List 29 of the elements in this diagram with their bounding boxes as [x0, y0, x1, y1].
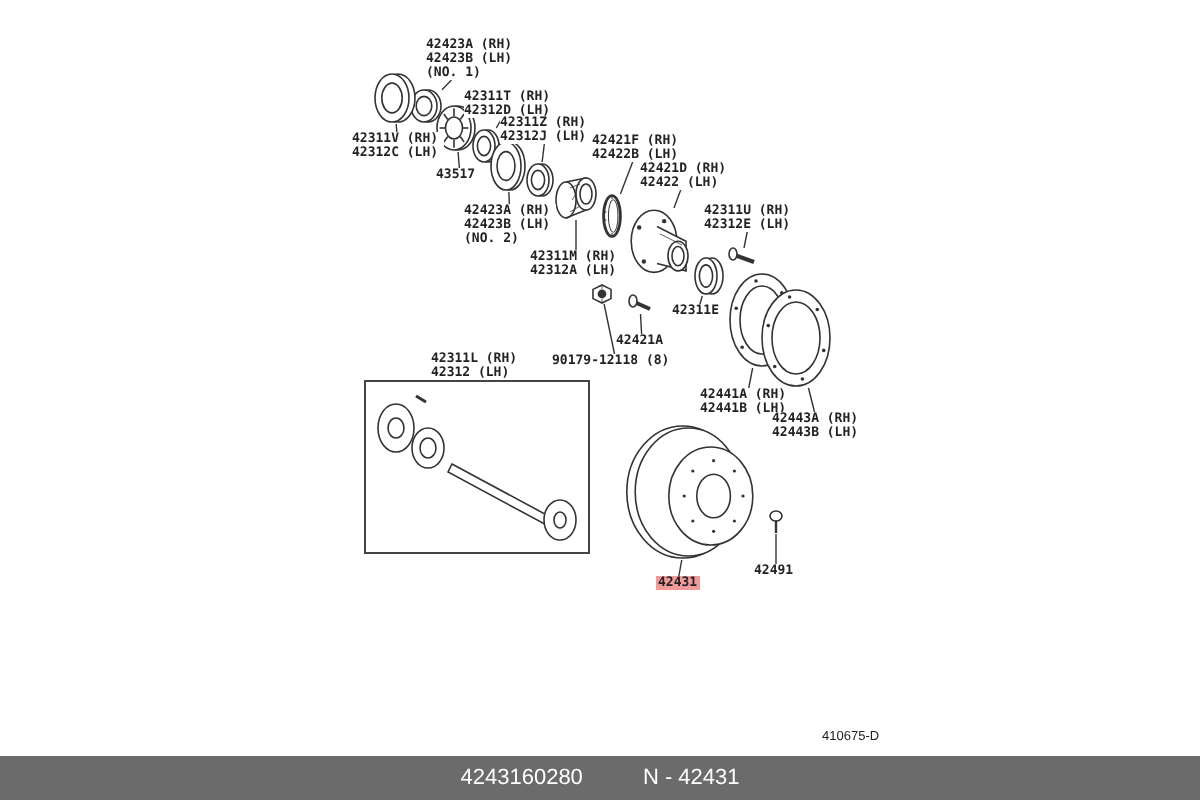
- plate-drawing: [760, 288, 832, 388]
- seal-drawing: [372, 72, 416, 124]
- leader-line: [807, 387, 816, 413]
- reference-number: N - 42431: [642, 766, 740, 790]
- leader-line: [619, 161, 634, 195]
- leader-line: [743, 231, 748, 249]
- leader-line: [748, 367, 754, 389]
- leader-line: [541, 143, 546, 163]
- ring-drawing: [490, 140, 526, 192]
- ring-drawing: [526, 162, 554, 198]
- seal-drawing: [692, 256, 724, 296]
- nut-drawing: [592, 284, 612, 304]
- leader-line: [775, 533, 777, 565]
- leader-line: [603, 303, 616, 355]
- bolt-drawing: [628, 296, 652, 314]
- leader-line: [575, 219, 577, 251]
- o-ring-drawing: [602, 194, 622, 238]
- leader-line: [639, 313, 643, 335]
- leader-line: [441, 79, 453, 91]
- leader-line: [673, 189, 682, 209]
- leader-line: [699, 295, 703, 305]
- axle-shaft-drawing: [376, 392, 580, 544]
- part-code: 4243160280: [460, 766, 583, 790]
- bolt-drawing: [728, 248, 756, 268]
- leader-line: [457, 151, 461, 169]
- leader-line: [678, 559, 683, 577]
- sleeve-drawing: [554, 176, 598, 220]
- screw-drawing: [768, 510, 784, 534]
- leader-line: [508, 191, 510, 205]
